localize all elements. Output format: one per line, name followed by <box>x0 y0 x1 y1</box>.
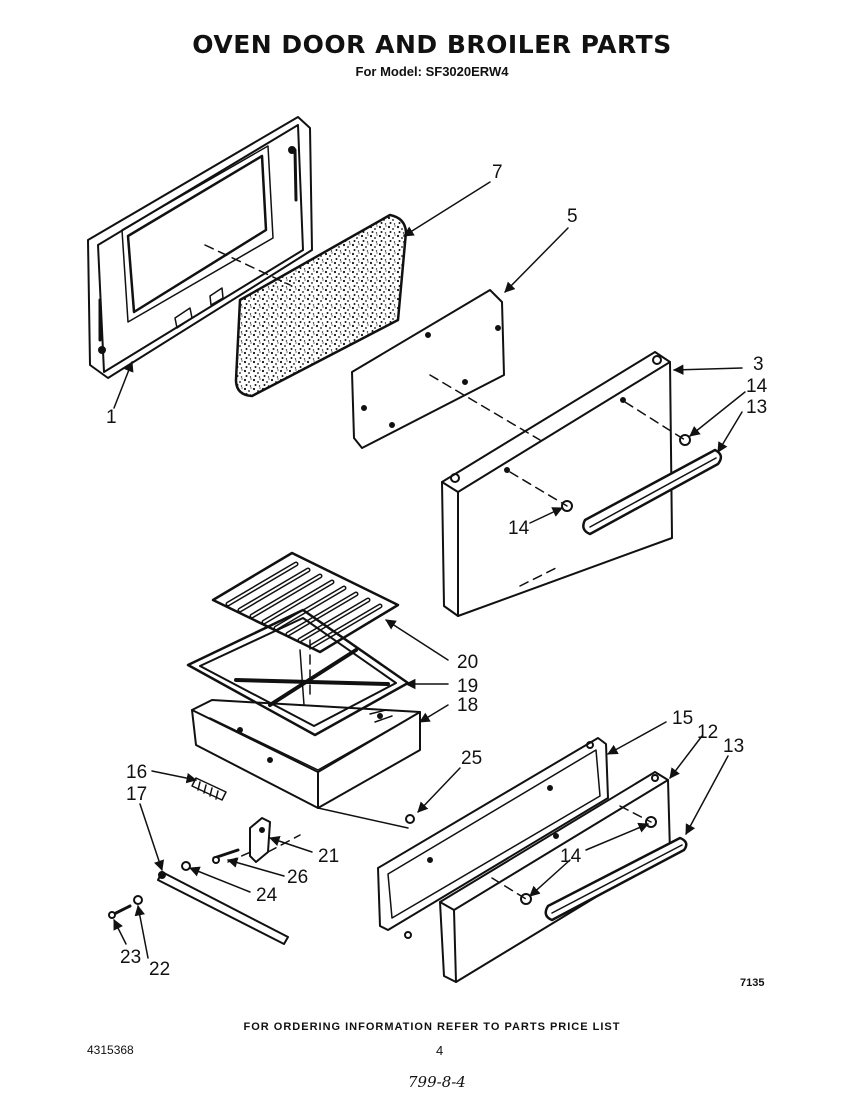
callout-19: 19 <box>457 676 478 697</box>
part-13-broiler-door-handle <box>544 836 688 922</box>
part-1-inner-door-frame <box>87 116 313 379</box>
part-13-oven-door-handle <box>582 448 723 536</box>
callout-14-upper: 14 <box>746 376 768 397</box>
part-23-screw <box>108 904 132 919</box>
callout-20: 20 <box>457 652 478 673</box>
callout-7: 7 <box>492 162 503 183</box>
model-subtitle: For Model: SF3020ERW4 <box>355 64 509 79</box>
callout-1: 1 <box>106 407 117 428</box>
part-19-broiler-pan <box>186 608 410 737</box>
part-24-slide-rail <box>157 861 289 945</box>
callout-26: 26 <box>287 867 308 888</box>
callout-24: 24 <box>256 885 278 906</box>
callout-17: 17 <box>126 784 147 805</box>
callout-16: 16 <box>126 762 147 783</box>
callout-3: 3 <box>753 354 764 375</box>
part-3-outer-oven-door <box>441 351 673 617</box>
callout-21: 21 <box>318 846 339 867</box>
part-7-insulation <box>234 213 408 398</box>
part-22-washer <box>133 895 143 905</box>
part-18-broiler-drawer <box>191 699 421 809</box>
page-number: 4 <box>436 1043 444 1058</box>
handwritten-date: 799-8-4 <box>408 1073 466 1091</box>
callout-15: 15 <box>672 708 693 729</box>
callout-14-middle: 14 <box>508 518 530 539</box>
callout-23: 23 <box>120 947 141 968</box>
callout-leader-lines <box>113 181 746 959</box>
callout-14-lower: 14 <box>560 846 582 867</box>
part-15-broiler-door-liner <box>377 737 609 939</box>
part-21-bracket <box>249 817 271 863</box>
callout-18: 18 <box>457 695 478 716</box>
document-number: 4315368 <box>87 1043 134 1057</box>
callout-13-lower: 13 <box>723 736 744 757</box>
figure-number: 7135 <box>740 977 765 989</box>
callout-22: 22 <box>149 959 170 980</box>
part-16-spring <box>191 777 227 801</box>
assembly-dash-lines <box>204 244 686 900</box>
callout-5: 5 <box>567 206 578 227</box>
callout-12: 12 <box>697 722 718 743</box>
part-5-door-liner <box>351 289 505 449</box>
part-20-broiler-grid <box>211 551 400 654</box>
page-title: OVEN DOOR AND BROILER PARTS <box>192 30 672 59</box>
callout-25: 25 <box>461 748 482 769</box>
part-26-screw <box>212 848 240 864</box>
part-25-drawer-glide <box>317 807 415 829</box>
ordering-note: FOR ORDERING INFORMATION REFER TO PARTS … <box>243 1021 621 1033</box>
callout-numbers: 1 7 5 3 14 13 14 20 19 18 25 15 12 13 14… <box>106 162 768 980</box>
callout-13-upper: 13 <box>746 397 767 418</box>
